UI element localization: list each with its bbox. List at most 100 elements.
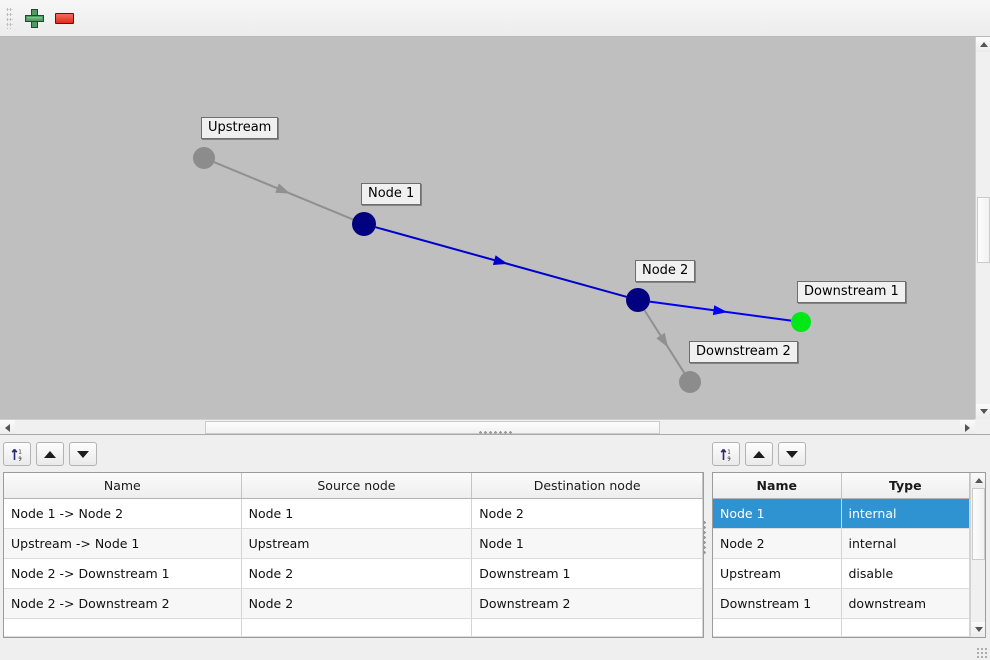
scrollbar-corner — [975, 419, 990, 434]
edges-move-down-button[interactable] — [69, 442, 97, 466]
add-button[interactable] — [19, 4, 49, 32]
scroll-left-button[interactable] — [0, 420, 15, 434]
edges-column-header[interactable]: Destination node — [471, 473, 703, 499]
table-cell[interactable]: Downstream 2 — [471, 588, 703, 619]
vertical-splitter-handle[interactable] — [702, 519, 707, 554]
canvas-vscroll-thumb[interactable] — [977, 197, 990, 263]
graph-node-node2[interactable] — [626, 288, 650, 312]
edges-move-up-button[interactable] — [36, 442, 64, 466]
table-cell[interactable]: Upstream — [241, 528, 473, 559]
table-cell-empty — [841, 618, 970, 637]
table-cell[interactable]: Downstream 1 — [471, 558, 703, 589]
scroll-down-button[interactable] — [976, 404, 990, 419]
nodes-move-up-button[interactable] — [745, 442, 773, 466]
remove-button[interactable] — [49, 4, 79, 32]
scroll-up-button[interactable] — [976, 37, 990, 52]
edge-arrowhead-icon — [656, 332, 669, 348]
edge-arrowhead-icon — [712, 305, 728, 316]
graph-node-node1[interactable] — [352, 212, 376, 236]
status-bar — [0, 638, 990, 660]
horizontal-splitter-handle[interactable] — [478, 430, 512, 434]
graph-node-label-downstream2[interactable]: Downstream 2 — [689, 341, 798, 363]
nodes-column-header[interactable]: Name — [713, 473, 842, 499]
table-row-empty — [4, 618, 703, 637]
table-cell[interactable]: Upstream — [713, 558, 842, 589]
nodes-scroll-thumb[interactable] — [972, 488, 985, 560]
canvas-hscroll-thumb[interactable] — [205, 421, 660, 434]
table-cell-empty — [4, 618, 242, 637]
sort-icon: 1 9 — [720, 448, 730, 462]
table-cell[interactable]: Node 2 — [713, 528, 842, 559]
graph-node-label-upstream[interactable]: Upstream — [201, 117, 279, 139]
edges-sort-button[interactable]: 1 9 — [3, 442, 31, 466]
table-cell[interactable]: Node 2 — [471, 498, 703, 529]
nodes-sort-button[interactable]: 1 9 — [712, 442, 740, 466]
plus-icon — [25, 9, 43, 27]
graph-node-downstream1[interactable] — [791, 312, 811, 332]
table-cell[interactable]: Node 1 — [471, 528, 703, 559]
nodes-scroll-up-button[interactable] — [971, 473, 985, 488]
nodes-column-header[interactable]: Type — [841, 473, 970, 499]
graph-node-downstream2[interactable] — [679, 371, 701, 393]
table-cell[interactable]: Node 1 — [713, 498, 842, 529]
table-cell-empty — [241, 618, 473, 637]
edges-toolbar: 1 9 — [3, 440, 704, 468]
edges-column-header[interactable]: Source node — [241, 473, 473, 499]
sort-icon: 1 9 — [11, 448, 21, 462]
table-cell[interactable]: internal — [841, 498, 970, 529]
graph-node-label-node2[interactable]: Node 2 — [635, 260, 696, 282]
nodes-move-down-button[interactable] — [778, 442, 806, 466]
window-resize-grip[interactable] — [976, 647, 987, 658]
table-cell[interactable]: disable — [841, 558, 970, 589]
graph-node-label-node1[interactable]: Node 1 — [361, 183, 422, 205]
nodes-table-scrollbar[interactable] — [970, 473, 985, 637]
main-toolbar — [0, 0, 990, 37]
canvas-horizontal-scrollbar[interactable] — [0, 419, 975, 434]
edge-arrowhead-icon — [492, 255, 508, 265]
table-cell-empty — [471, 618, 703, 637]
table-cell[interactable]: Node 2 -> Downstream 2 — [4, 588, 242, 619]
edges-column-header[interactable]: Name — [4, 473, 242, 499]
table-cell[interactable]: Node 1 -> Node 2 — [4, 498, 242, 529]
table-cell[interactable]: downstream — [841, 588, 970, 619]
table-cell[interactable]: internal — [841, 528, 970, 559]
scroll-right-button[interactable] — [960, 420, 975, 434]
graph-node-upstream[interactable] — [193, 147, 215, 169]
table-cell[interactable]: Upstream -> Node 1 — [4, 528, 242, 559]
canvas-vertical-scrollbar[interactable] — [975, 37, 990, 419]
nodes-scroll-down-button[interactable] — [971, 622, 985, 637]
arrow-down-icon — [77, 450, 89, 458]
table-cell[interactable]: Node 2 — [241, 588, 473, 619]
table-cell[interactable]: Node 2 -> Downstream 1 — [4, 558, 242, 589]
table-cell[interactable]: Node 2 — [241, 558, 473, 589]
svg-text:1: 1 — [18, 449, 21, 455]
svg-text:9: 9 — [727, 456, 730, 462]
toolbar-drag-handle[interactable] — [6, 7, 13, 29]
table-cell[interactable]: Node 1 — [241, 498, 473, 529]
table-cell[interactable]: Downstream 1 — [713, 588, 842, 619]
graph-node-label-downstream1[interactable]: Downstream 1 — [797, 281, 906, 303]
arrow-down-icon — [786, 450, 798, 458]
edge-arrowhead-icon — [275, 183, 291, 194]
